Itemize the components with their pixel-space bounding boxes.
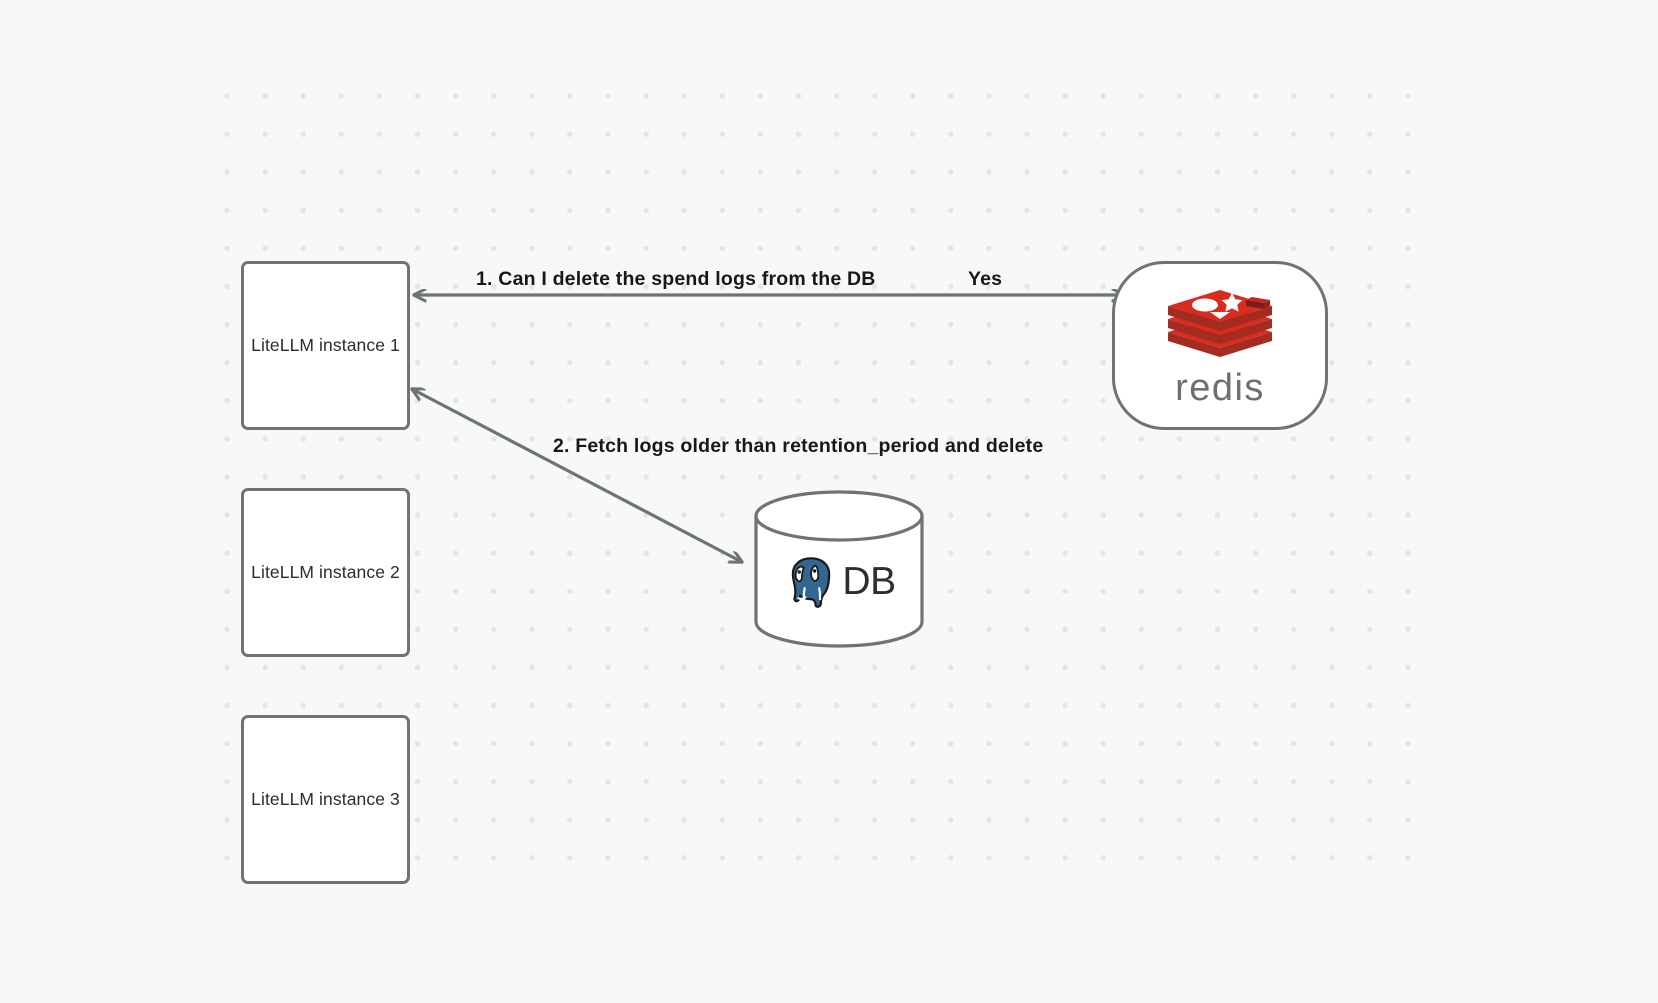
redis-logo-icon <box>1168 289 1272 357</box>
edge-label-redis-reply: Yes <box>968 268 1003 290</box>
node-database[interactable]: DB <box>753 489 925 649</box>
node-litellm-instance-1[interactable]: LiteLLM instance 1 <box>241 261 410 430</box>
node-litellm-instance-3[interactable]: LiteLLM instance 3 <box>241 715 410 884</box>
edge-litellm1-db <box>412 389 742 562</box>
postgresql-elephant-icon <box>790 555 832 610</box>
edge-label-step-1: 1. Can I delete the spend logs from the … <box>476 268 876 290</box>
database-label: DB <box>842 559 896 603</box>
redis-wordmark: redis <box>1175 366 1265 409</box>
node-redis[interactable]: redis <box>1112 261 1328 430</box>
edge-label-step-2: 2. Fetch logs older than retention_perio… <box>553 435 1044 457</box>
node-label: LiteLLM instance 2 <box>251 562 400 582</box>
database-cylinder-shape <box>754 490 924 648</box>
node-litellm-instance-2[interactable]: LiteLLM instance 2 <box>241 488 410 657</box>
node-label: LiteLLM instance 1 <box>251 335 400 355</box>
node-label: LiteLLM instance 3 <box>251 789 400 809</box>
